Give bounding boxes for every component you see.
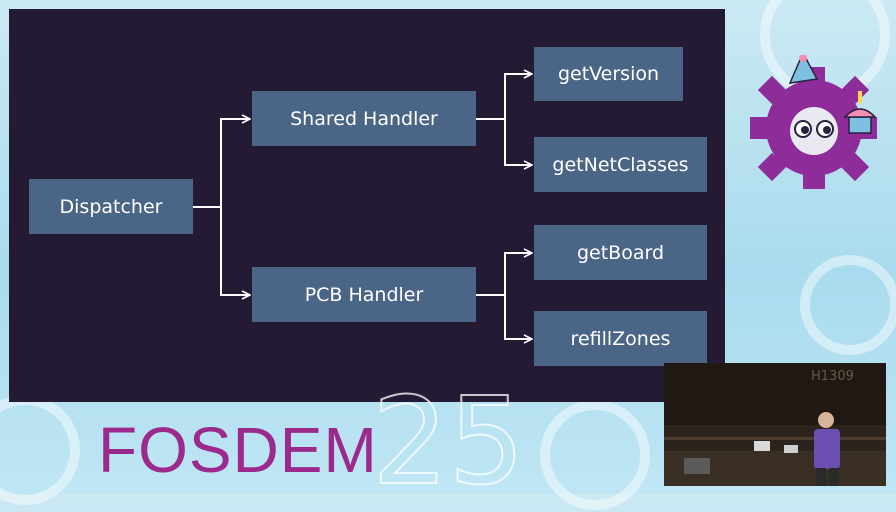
shared-handler-node: Shared Handler — [252, 91, 476, 146]
pcb-handler-node: PCB Handler — [252, 267, 476, 322]
get-board-node: getBoard — [534, 225, 707, 280]
refill-zones-node: refillZones — [534, 311, 707, 366]
diagram-connectors — [193, 9, 725, 402]
conference-year: 25 — [371, 373, 526, 512]
background-gear — [0, 395, 80, 505]
room-number-label: H1309 — [811, 369, 854, 384]
lecture-room-image — [664, 363, 886, 486]
background-gear — [800, 255, 896, 355]
dispatcher-node: Dispatcher — [29, 179, 193, 234]
conference-brand: FOSDEM — [98, 414, 378, 486]
speaker-camera-feed: H1309 — [664, 363, 886, 486]
get-net-classes-node: getNetClasses — [534, 137, 707, 192]
fosdem-mascot-icon — [745, 51, 880, 190]
get-version-node: getVersion — [534, 47, 683, 101]
presentation-slide: Dispatcher Shared Handler PCB Handler ge… — [9, 9, 725, 402]
